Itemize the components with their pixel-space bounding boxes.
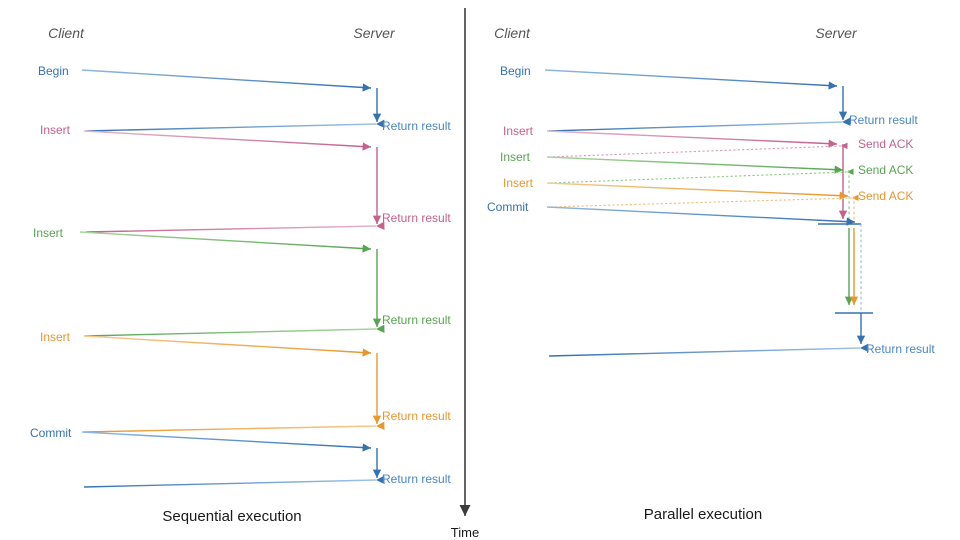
left-arrow-insert1-reply: [85, 221, 385, 233]
left-reply-label-commit: Return result: [382, 472, 451, 486]
left-arrow-insert2-request: [79, 231, 372, 253]
left-label-begin: Begin: [38, 64, 69, 78]
left-arrow-commit-reply: [83, 475, 385, 488]
left-reply-label-insert-2: Return result: [382, 313, 451, 327]
right-label-commit: Commit: [487, 200, 529, 214]
left-server-lane-title: Server: [353, 25, 396, 41]
left-arrow-insert3-reply: [83, 421, 385, 433]
time-axis: Time: [451, 8, 479, 540]
right-panel-parallel: Client Server Begin Return result Insert…: [487, 25, 935, 523]
right-arrow-insert2-request: [546, 156, 844, 174]
left-reply-label-insert-3: Return result: [382, 409, 451, 423]
right-arrow-insert1-ack: [548, 142, 848, 158]
right-ack-label-insert-2: Send ACK: [858, 163, 913, 177]
left-panel-caption: Sequential execution: [162, 508, 301, 525]
left-arrow-begin-reply: [85, 119, 385, 132]
left-message-insert-2: Insert Return result: [33, 226, 451, 337]
left-arrow-begin-request: [81, 69, 372, 92]
left-label-insert-3: Insert: [40, 330, 71, 344]
left-panel-sequential: Client Server Begin Return result Insert…: [30, 25, 451, 525]
right-label-insert-1: Insert: [503, 124, 534, 138]
left-message-insert-1: Insert Return result: [40, 123, 451, 233]
right-reply-label-commit: Return result: [866, 342, 935, 356]
right-message-insert-2: Insert Send ACK: [500, 150, 913, 305]
time-axis-label: Time: [451, 525, 479, 540]
right-message-insert-3: Insert Send ACK: [503, 176, 913, 305]
right-arrow-begin-request: [544, 69, 838, 90]
right-arrow-commit-request: [546, 206, 856, 226]
left-reply-label-insert-1: Return result: [382, 211, 451, 225]
right-ack-label-insert-3: Send ACK: [858, 189, 913, 203]
left-label-insert-2: Insert: [33, 226, 64, 240]
right-arrow-insert3-request: [546, 182, 849, 200]
right-label-insert-3: Insert: [503, 176, 534, 190]
right-label-begin: Begin: [500, 64, 531, 78]
right-arrow-insert2-ack: [548, 168, 854, 184]
left-arrow-insert1-request: [83, 130, 372, 151]
left-client-lane-title: Client: [48, 25, 85, 41]
right-client-lane-title: Client: [494, 25, 531, 41]
right-panel-caption: Parallel execution: [644, 506, 762, 523]
left-label-commit: Commit: [30, 426, 72, 440]
left-message-begin: Begin Return result: [38, 64, 451, 133]
right-message-insert-1: Insert Send ACK: [503, 124, 913, 219]
left-label-insert-1: Insert: [40, 123, 71, 137]
right-reply-label-begin: Return result: [849, 113, 918, 127]
right-ack-label-insert-1: Send ACK: [858, 137, 913, 151]
left-arrow-commit-request: [81, 431, 372, 452]
left-arrow-insert2-reply: [83, 324, 385, 337]
right-label-insert-2: Insert: [500, 150, 531, 164]
left-reply-label-begin: Return result: [382, 119, 451, 133]
right-server-lane-title: Server: [815, 25, 858, 41]
right-message-begin: Begin Return result: [500, 64, 918, 132]
left-arrow-insert3-request: [83, 335, 372, 357]
right-arrow-begin-reply: [548, 117, 851, 132]
right-arrow-insert1-request: [546, 130, 838, 148]
right-message-commit: Commit Return result: [487, 200, 935, 357]
left-message-commit: Commit Return result: [30, 426, 451, 488]
right-arrow-insert3-ack: [548, 194, 859, 208]
left-message-insert-3: Insert Return result: [40, 330, 451, 433]
right-arrow-commit-reply: [548, 343, 869, 357]
